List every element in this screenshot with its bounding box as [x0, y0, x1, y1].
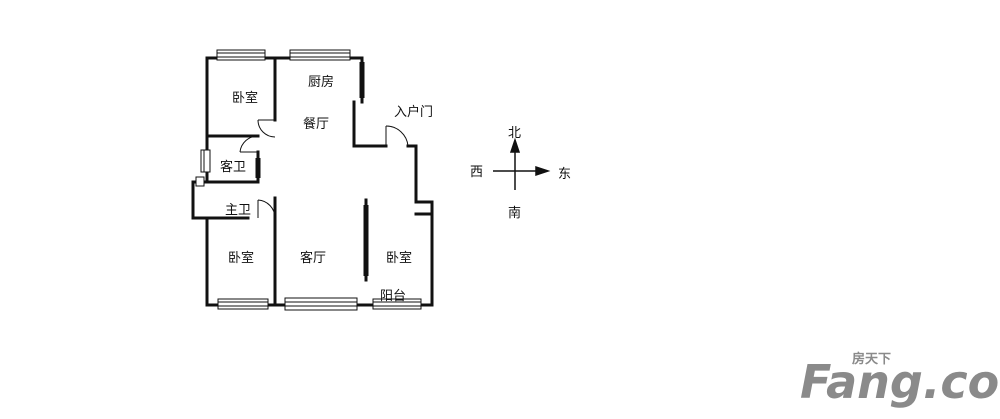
entrance-label: 入户门 [394, 104, 433, 120]
compass-south: 南 [508, 205, 521, 221]
room-label-kitchen: 厨房 [308, 74, 334, 90]
door-guest-bath [239, 135, 259, 153]
door-master-bath [257, 199, 276, 219]
window-guest-bath [200, 149, 211, 173]
doors [239, 119, 409, 219]
compass-west: 西 [470, 165, 483, 180]
window-balcony [372, 298, 422, 310]
watermark-small-text: 房天下 [852, 351, 891, 367]
window-master-bath [195, 176, 205, 187]
windows [195, 49, 422, 311]
room-label-living: 客厅 [300, 250, 326, 266]
watermark-brand-text: Fang.com [800, 355, 1000, 409]
compass-east: 东 [558, 167, 571, 182]
wall-accents [255, 62, 369, 276]
door-bedroom-nw [257, 119, 276, 138]
window-kitchen [289, 49, 351, 61]
door-entrance [385, 125, 409, 147]
room-label-bedroom-nw: 卧室 [232, 90, 258, 106]
walls [191, 56, 434, 307]
window-bedroom-nw [216, 49, 266, 61]
compass-north: 北 [508, 126, 521, 141]
watermark-logo: 房天下 Fang.com [799, 351, 1000, 410]
window-bedroom-sw [217, 298, 269, 310]
window-living [284, 297, 358, 311]
room-label-bedroom-e: 卧室 [386, 250, 412, 266]
room-label-master-bath: 主卫 [225, 203, 251, 218]
compass-arrow-icon [493, 137, 551, 190]
room-label-guest-bath: 客卫 [220, 159, 246, 175]
room-label-balcony: 阳台 [380, 289, 406, 304]
room-label-bedroom-sw: 卧室 [228, 250, 254, 266]
compass: 北 南 东 西 [470, 126, 571, 221]
room-label-dining: 餐厅 [303, 116, 329, 132]
